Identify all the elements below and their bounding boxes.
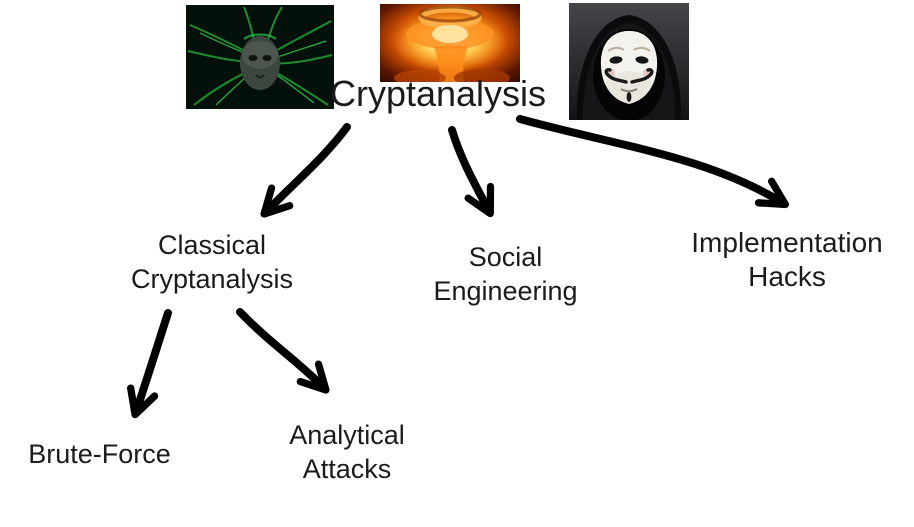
- nuclear-explosion-graphic: [380, 4, 520, 82]
- node-brute-force-label: Brute-Force: [28, 439, 171, 469]
- anonymous-mask-graphic: [569, 3, 689, 120]
- node-analytical-attacks: Analytical Attacks: [252, 418, 442, 486]
- nuclear-explosion-image: [380, 4, 520, 82]
- anonymous-mask-image: [569, 3, 689, 120]
- node-implementation-line2: Hacks: [748, 261, 826, 293]
- node-classical-line1: Classical: [157, 230, 267, 260]
- node-classical-line2: Cryptanalysis: [130, 264, 294, 295]
- node-social-line1: Social: [468, 242, 543, 272]
- arrow-cryptanalysis-to-implementation: [516, 115, 790, 209]
- node-cryptanalysis-label: Cryptanalysis: [329, 73, 547, 114]
- arrow-classical-to-analytical: [236, 308, 330, 394]
- node-implementation-line1: Implementation: [691, 227, 883, 258]
- node-brute-force: Brute-Force: [12, 438, 187, 470]
- cyborg-face-image: [186, 5, 334, 109]
- node-social-engineering: Social Engineering: [398, 240, 613, 308]
- cyborg-face-graphic: [186, 5, 334, 109]
- node-implementation-hacks: Implementation Hacks: [653, 226, 914, 294]
- arrow-cryptanalysis-to-classical: [260, 123, 351, 218]
- node-analytical-line1: Analytical: [289, 420, 405, 450]
- arrow-cryptanalysis-to-social: [448, 126, 495, 218]
- node-analytical-line2: Attacks: [302, 454, 392, 485]
- node-classical-cryptanalysis: Classical Cryptanalysis: [87, 228, 337, 296]
- arrow-classical-to-bruteforce: [127, 309, 172, 419]
- node-social-line2: Engineering: [433, 276, 578, 307]
- node-cryptanalysis: Cryptanalysis: [258, 74, 618, 114]
